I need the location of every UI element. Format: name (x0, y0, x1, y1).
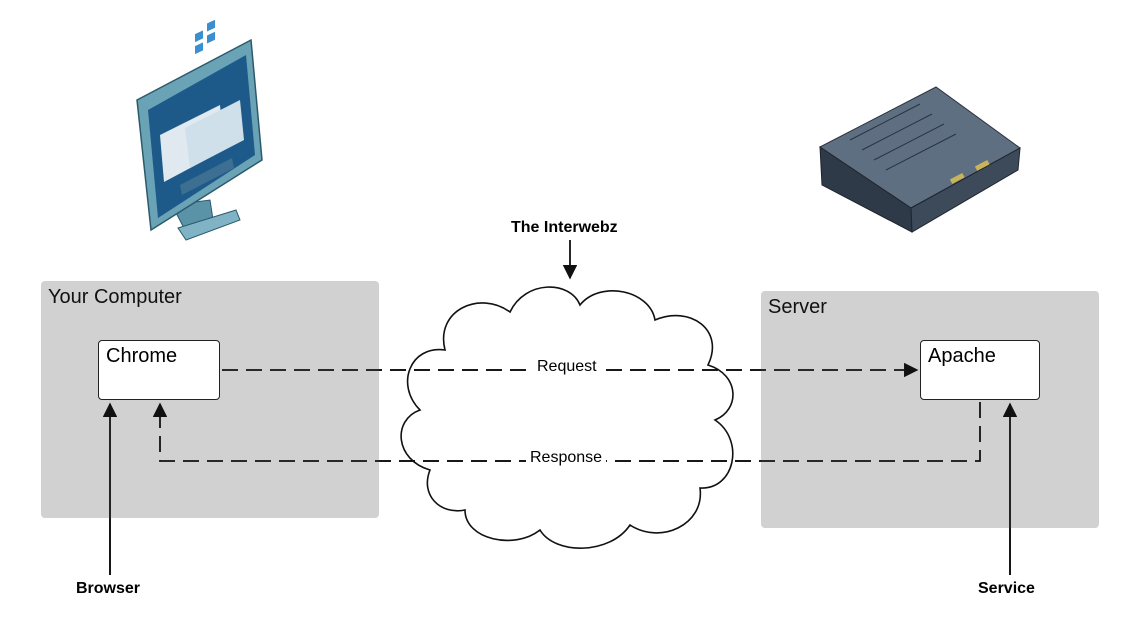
browser-label: Browser (76, 580, 141, 597)
service-label: Service (978, 580, 1035, 597)
desktop-monitor-icon (136, 19, 263, 241)
interwebz-label: The Interwebz (511, 219, 618, 236)
apache-node: Apache (920, 340, 1040, 400)
server-zone: Server (761, 291, 1099, 528)
response-label: Response (526, 449, 607, 467)
your-computer-zone: Your Computer (41, 281, 379, 518)
request-label: Request (533, 358, 601, 376)
rack-server-icon (819, 86, 1021, 233)
server-label: Server (768, 296, 827, 318)
internet-cloud (400, 286, 734, 549)
chrome-node: Chrome (98, 340, 220, 400)
your-computer-label: Your Computer (48, 286, 182, 308)
